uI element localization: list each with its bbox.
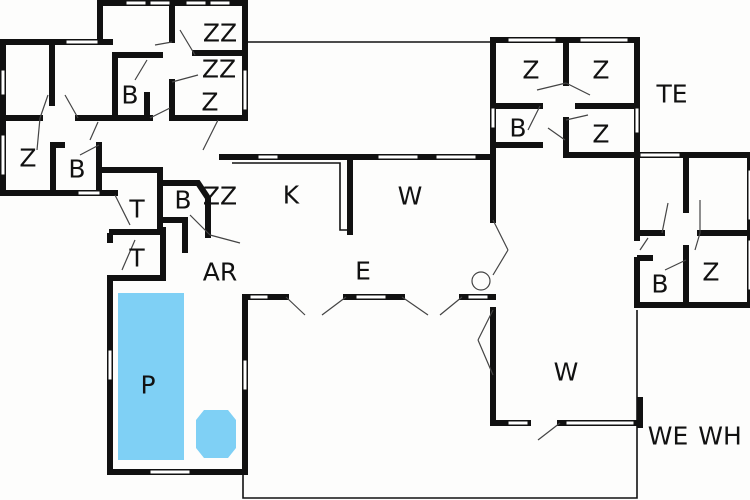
walls <box>0 0 750 475</box>
room-label-zz: ZZ <box>201 54 237 84</box>
room-label-z: Z <box>19 143 37 173</box>
door-swings <box>36 29 701 441</box>
room-label-b: B <box>509 113 527 143</box>
room-label-w: W <box>553 357 579 387</box>
room-label-z: Z <box>592 55 610 85</box>
room-label-b: B <box>68 154 86 184</box>
pool <box>118 293 184 460</box>
terrace-outline <box>232 41 638 499</box>
room-label-z: Z <box>592 119 610 149</box>
room-label-we: WE <box>647 421 689 451</box>
room-label-p: P <box>140 370 156 400</box>
room-label-z: Z <box>201 87 219 117</box>
room-label-z: Z <box>702 257 720 287</box>
hot-tub <box>196 410 236 458</box>
room-label-t: T <box>129 243 145 273</box>
room-label-ar: AR <box>202 257 238 287</box>
room-label-zz: ZZ <box>202 181 238 211</box>
windows <box>0 0 750 475</box>
room-label-w: W <box>397 181 423 211</box>
room-label-t: T <box>129 194 145 224</box>
room-label-b: B <box>651 269 669 299</box>
room-label-k: K <box>282 180 300 210</box>
room-label-te: TE <box>656 79 688 109</box>
room-label-zz: ZZ <box>202 18 238 48</box>
room-label-b: B <box>121 80 139 110</box>
room-label-wh: WH <box>698 421 742 451</box>
room-label-e: E <box>355 256 371 286</box>
room-label-b: B <box>174 185 192 215</box>
room-label-z: Z <box>522 55 540 85</box>
